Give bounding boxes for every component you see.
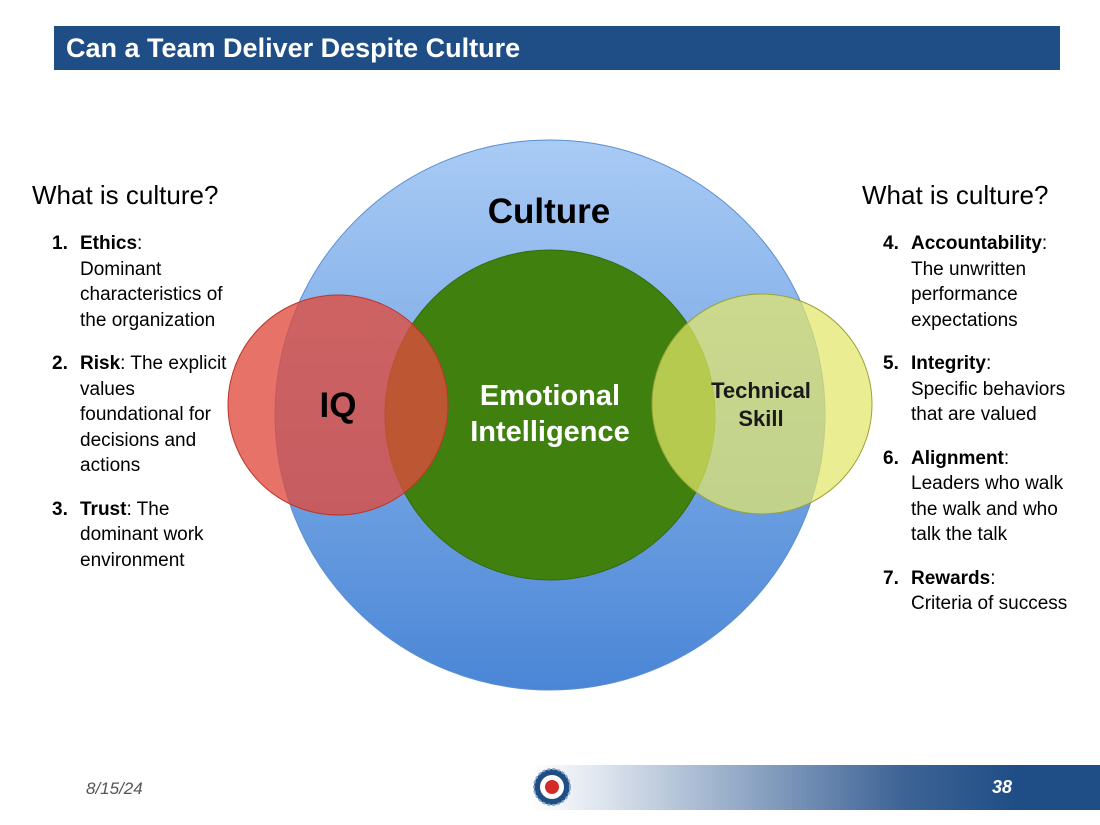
list-item: 2.Risk: The explicit values foundational… xyxy=(52,353,227,476)
left-list: 1.Ethics:Dominant characteristics of the… xyxy=(52,231,242,591)
list-item: 7.Rewards:Criteria of success xyxy=(883,567,1068,615)
tech-skill-circle xyxy=(651,293,873,515)
right-list: 4.Accountability:The unwritten performan… xyxy=(883,231,1083,635)
list-item: 1.Ethics:Dominant characteristics of the… xyxy=(52,233,223,331)
iq-label: IQ xyxy=(319,386,357,425)
list-item: 3.Trust: The dominant work environment xyxy=(52,498,204,571)
list-item: 6.Alignment:Leaders who walk the walk an… xyxy=(883,447,1064,546)
title-bar: Can a Team Deliver Despite Culture xyxy=(54,26,1060,70)
roundel-logo-icon xyxy=(533,768,571,806)
page-number: 38 xyxy=(992,777,1013,797)
slide-date: 8/15/24 xyxy=(86,779,143,798)
iq-circle xyxy=(227,294,449,516)
list-item: 5.Integrity:Specific behaviors that are … xyxy=(883,353,1066,425)
culture-label: Culture xyxy=(487,192,611,231)
left-heading: What is culture? xyxy=(32,180,219,210)
slide-title: Can a Team Deliver Despite Culture xyxy=(66,33,521,63)
right-heading: What is culture? xyxy=(862,180,1049,210)
footer-bar xyxy=(530,765,1100,810)
list-item: 4.Accountability:The unwritten performan… xyxy=(883,233,1048,331)
